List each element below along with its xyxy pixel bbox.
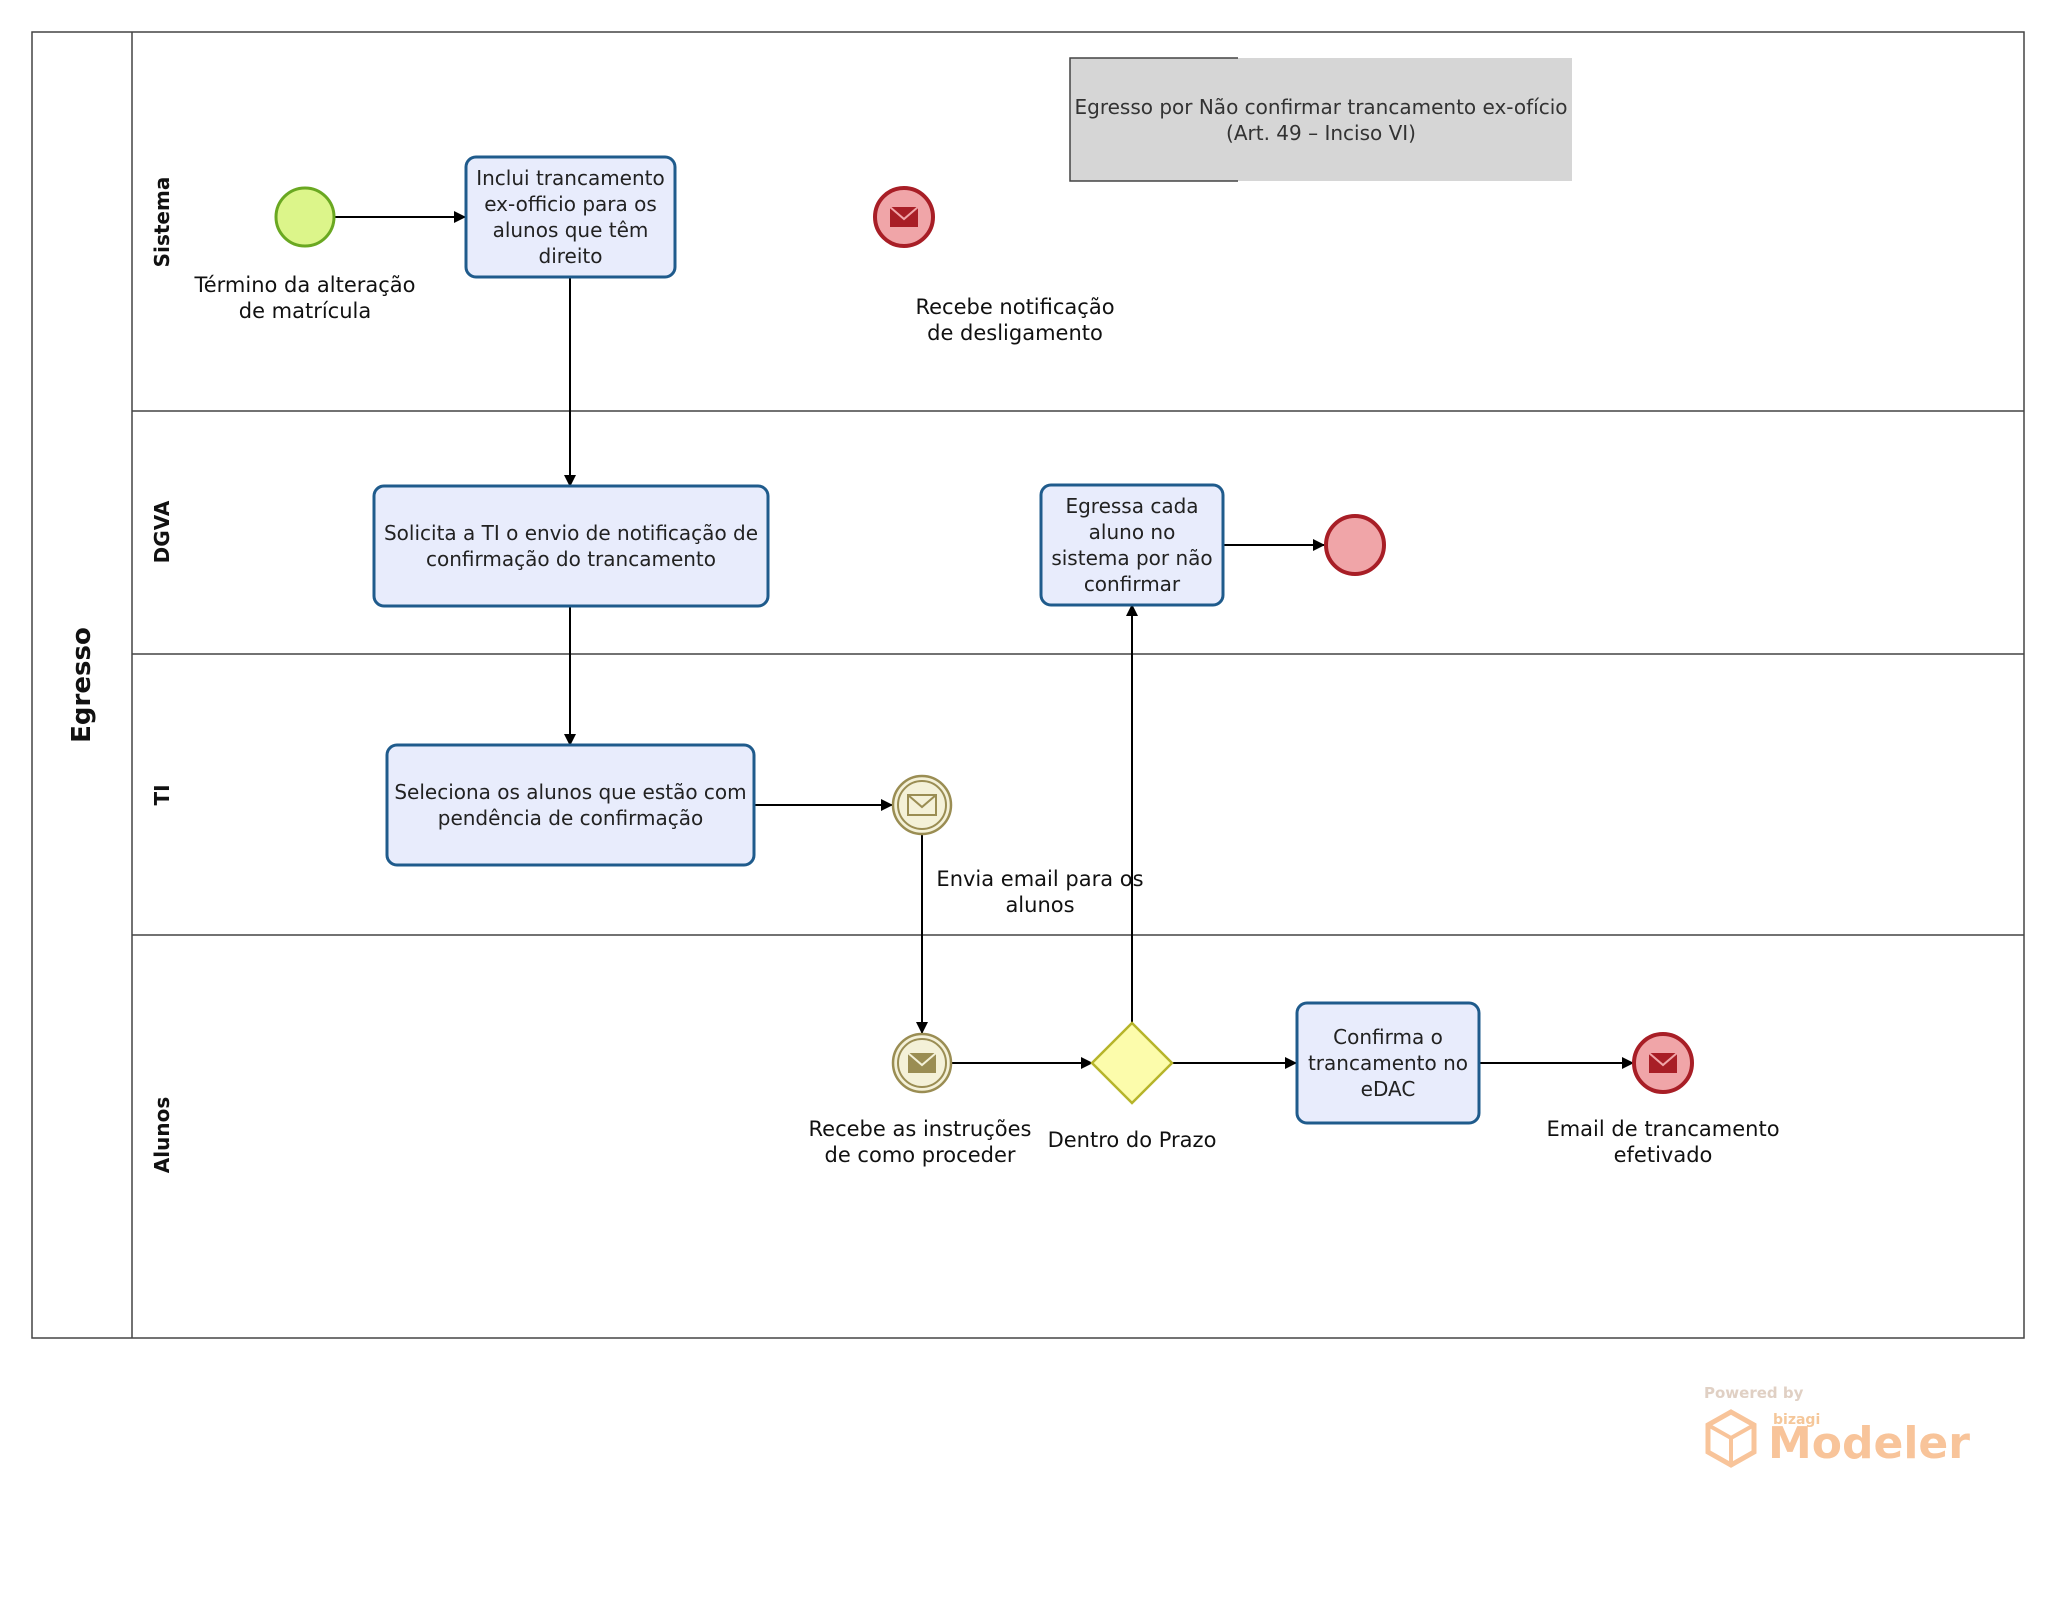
message-throw-envia-email[interactable]	[891, 774, 953, 836]
message-end-event-desligamento[interactable]	[873, 186, 935, 248]
start-event[interactable]	[274, 186, 336, 248]
task-seleciona-alunos[interactable]	[385, 743, 756, 867]
watermark-brand: bizagi	[1773, 1412, 1821, 1428]
task-egressa-aluno[interactable]	[1039, 483, 1225, 607]
pool-title: Egresso	[67, 627, 97, 743]
message-end-event-efetivado[interactable]	[1632, 1032, 1694, 1094]
watermark-powered-by: Powered by	[1704, 1384, 1804, 1402]
end-event[interactable]	[1324, 514, 1386, 576]
lane-title-dgva: DGVA	[150, 500, 174, 564]
lane-title-sistema: Sistema	[150, 176, 174, 268]
task-inclui-trancamento[interactable]	[464, 155, 677, 279]
watermark-product: Modeler	[1768, 1418, 1970, 1469]
lane-title-alunos: Alunos	[150, 1096, 174, 1174]
gateway-dentro-do-prazo[interactable]	[1090, 1021, 1174, 1105]
lane-title-ti: TI	[150, 784, 174, 806]
annotation-box	[1070, 58, 1572, 181]
gateway-label: Dentro do Prazo	[1047, 1128, 1217, 1152]
task-solicita-ti[interactable]	[372, 484, 770, 608]
pool-border	[31, 31, 2025, 1339]
bizagi-logo-icon	[1705, 1409, 1757, 1468]
annotation-text: Egresso por Não confirmar trancamento ex…	[1074, 94, 1568, 145]
message-catch-recebe-instrucoes[interactable]	[891, 1032, 953, 1094]
annotation-bracket	[1069, 57, 1238, 182]
envelope-icon	[907, 794, 937, 816]
envelope-icon	[907, 1052, 937, 1073]
task-confirma-trancamento[interactable]	[1295, 1001, 1481, 1125]
